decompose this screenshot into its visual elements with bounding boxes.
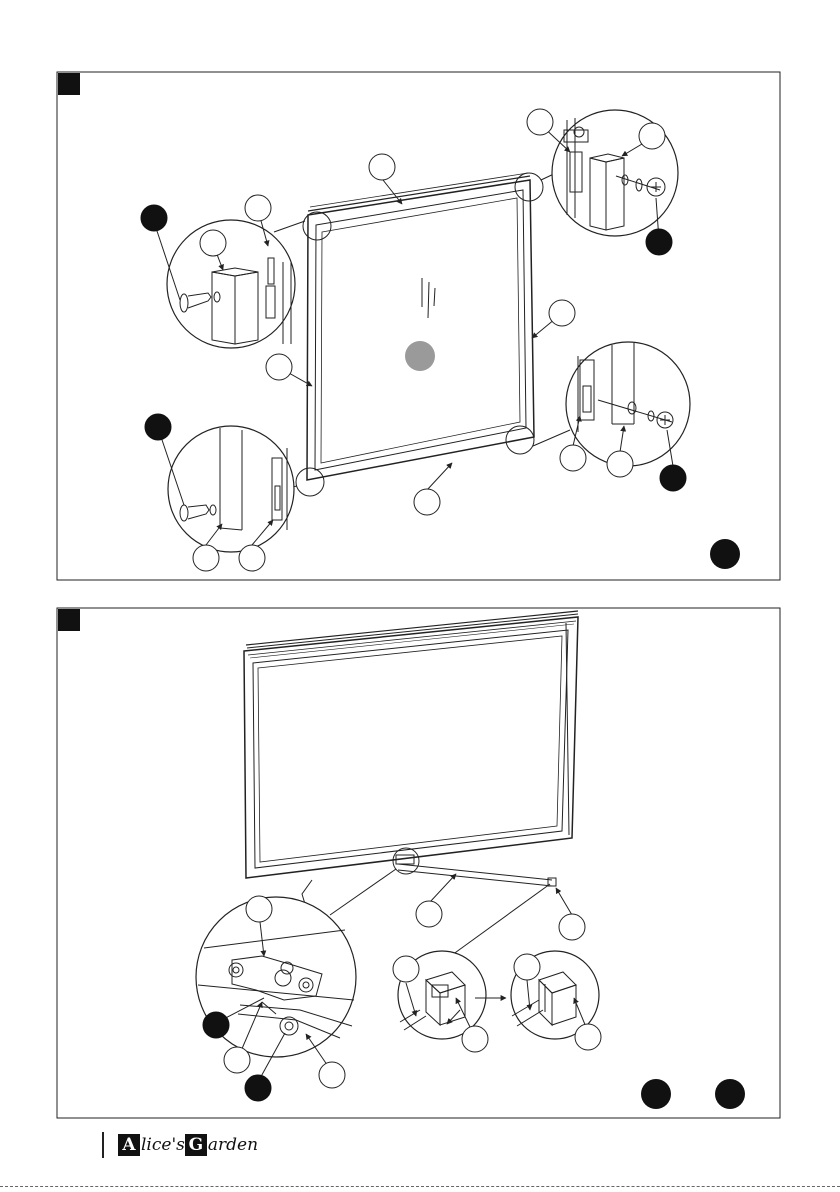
callout-bubble [527, 109, 553, 135]
callout-bubble [246, 896, 272, 922]
brand-word-2: arden [208, 1135, 258, 1155]
step-marker-2 [58, 609, 80, 631]
callout-bubble [549, 300, 575, 326]
brand-word-1: lice's [141, 1135, 185, 1155]
callout-bubble [462, 1026, 488, 1052]
footer: A lice's G arden [102, 1132, 258, 1158]
callout-bubble [145, 414, 171, 440]
callout-bubble [514, 954, 540, 980]
callout-bubble [141, 205, 167, 231]
callout-bubble [607, 451, 633, 477]
callout-bubble [200, 230, 226, 256]
callout-bubble [646, 229, 672, 255]
brand-initial-g: G [185, 1134, 207, 1156]
step-marker-1 [58, 73, 80, 95]
callout-bubble [414, 489, 440, 515]
quantity-marker [715, 1079, 745, 1109]
quantity-marker [641, 1079, 671, 1109]
callout-bubble [369, 154, 395, 180]
quantity-marker [710, 539, 740, 569]
brand-initial-a: A [118, 1134, 140, 1156]
callout-bubble [203, 1012, 229, 1038]
callout-bubble [224, 1047, 250, 1073]
detail-bottom-right [560, 342, 690, 491]
callout-bubble [239, 545, 265, 571]
callout-bubble [639, 123, 665, 149]
callout-bubble [559, 914, 585, 940]
callout-bubble [560, 445, 586, 471]
callout-bubble [319, 1062, 345, 1088]
step-panel-1 [57, 72, 780, 580]
page-edge-dashes [0, 1186, 840, 1187]
callout-bubble [266, 354, 292, 380]
brand-logo: A lice's G arden [118, 1134, 258, 1156]
callout-bubble [245, 1075, 271, 1101]
callout-bubble [660, 465, 686, 491]
callout-bubble [393, 956, 419, 982]
step-panel-2 [57, 608, 780, 1118]
callout-bubble [245, 195, 271, 221]
footer-divider [102, 1132, 104, 1158]
callout-bubble [416, 901, 442, 927]
callout-bubble [575, 1024, 601, 1050]
glass-panel-marker [405, 341, 435, 371]
callout-bubble [193, 545, 219, 571]
